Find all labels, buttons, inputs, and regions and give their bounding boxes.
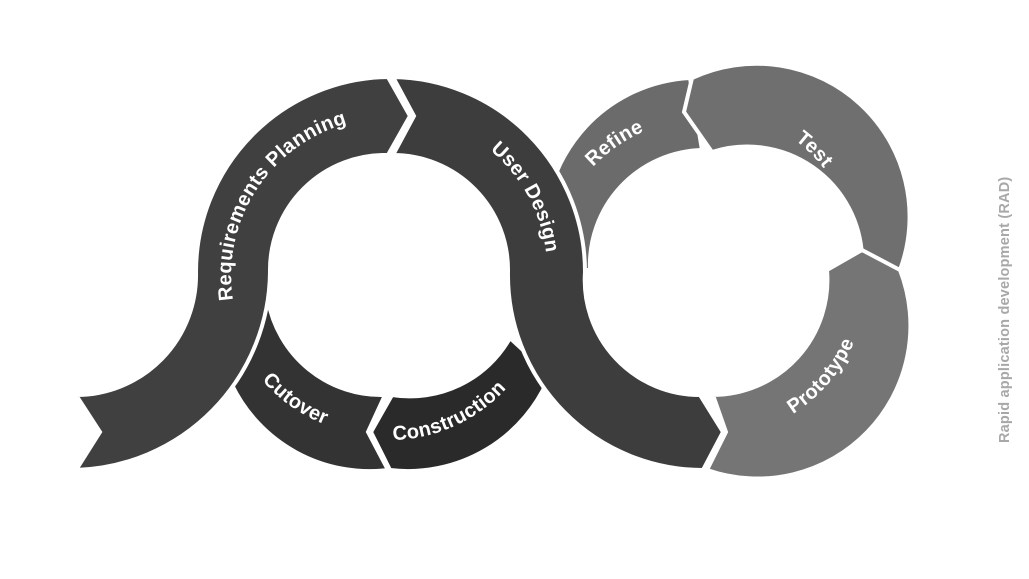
user-design-segment — [389, 74, 726, 473]
prototype-segment — [704, 247, 913, 481]
test-segment — [681, 61, 912, 273]
side-caption: Rapid application development (RAD) — [997, 177, 1013, 443]
requirements-planning-segment — [72, 74, 413, 473]
cutover-segment — [229, 292, 392, 474]
